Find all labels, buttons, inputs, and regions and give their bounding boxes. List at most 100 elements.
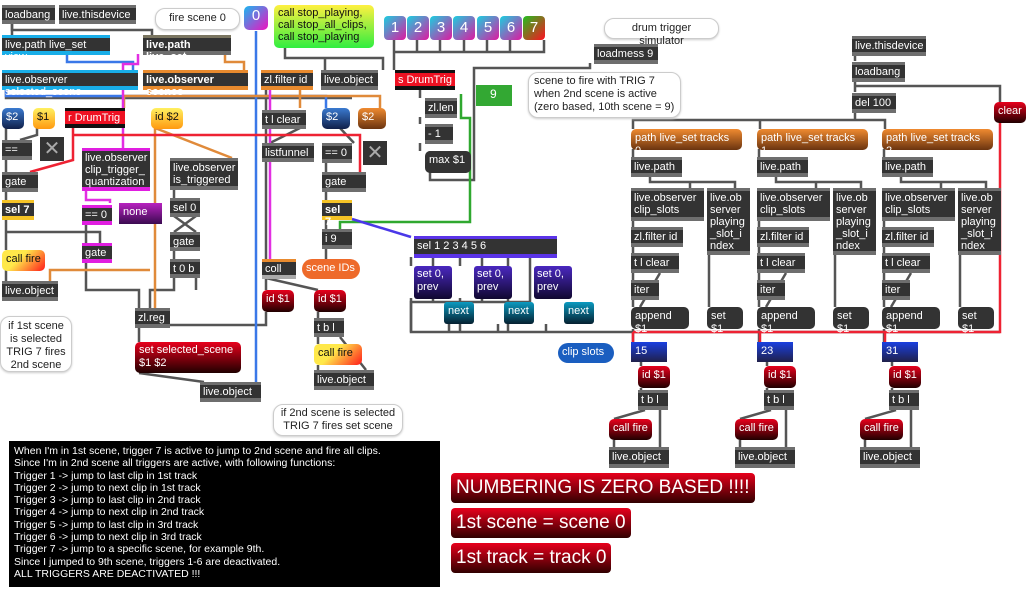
- gate-object-4[interactable]: gate: [322, 172, 366, 192]
- trigger-button-1[interactable]: 1: [384, 16, 406, 40]
- observer-clip-slots[interactable]: live.observer clip_slots: [757, 188, 830, 221]
- iter-object[interactable]: iter: [882, 280, 910, 300]
- equals-object[interactable]: ==: [2, 140, 32, 160]
- trigger-button-2[interactable]: 2: [407, 16, 429, 40]
- id-dollar2-message[interactable]: id $2: [151, 108, 183, 129]
- zl-filter-id-object[interactable]: zl.filter id: [631, 227, 683, 247]
- scene-number-box[interactable]: 9: [476, 85, 512, 106]
- t-b-l-object[interactable]: t b l: [638, 390, 668, 410]
- id-dollar1-message-b[interactable]: id $1: [314, 290, 346, 312]
- call-fire-message[interactable]: call fire: [735, 419, 778, 440]
- live-path-object[interactable]: live.path: [882, 157, 933, 177]
- dollar2-message-orange[interactable]: $2: [358, 108, 386, 129]
- clip-slot-number-box[interactable]: 15: [631, 342, 667, 362]
- observer-scenes[interactable]: live.observer scenes: [143, 70, 248, 98]
- zl-filter-id-object[interactable]: zl.filter id: [882, 227, 934, 247]
- set-dollar1-message[interactable]: set $1: [707, 307, 743, 335]
- observer-clip-slots[interactable]: live.observer clip_slots: [631, 188, 704, 221]
- iter-object[interactable]: iter: [631, 280, 659, 300]
- observer-is-triggered[interactable]: live.observer is_triggered: [170, 158, 238, 190]
- fire-scene-0-button[interactable]: 0: [244, 6, 268, 30]
- append-message[interactable]: append $1: [631, 307, 689, 335]
- toggle-1[interactable]: ✕: [40, 137, 64, 161]
- id-dollar1-message[interactable]: id $1: [889, 366, 921, 388]
- call-fire-message-1[interactable]: call fire: [2, 250, 45, 271]
- live-thisdevice-object-2[interactable]: live.thisdevice: [852, 36, 926, 56]
- set-prev-message-3[interactable]: set 0, prev: [534, 266, 572, 299]
- clip-slot-number-box[interactable]: 23: [757, 342, 793, 362]
- next-message-1[interactable]: next: [444, 302, 474, 324]
- sel-7-object-2[interactable]: sel 7: [322, 200, 352, 228]
- receive-drumtrig[interactable]: r DrumTrig: [65, 108, 125, 128]
- live-object[interactable]: live.object: [321, 70, 378, 90]
- clip-slot-number-box[interactable]: 31: [882, 342, 918, 362]
- trigger-button-3[interactable]: 3: [430, 16, 452, 40]
- observer-clip-trigger-quantization[interactable]: live.observer clip_trigger_ quantization: [82, 148, 150, 191]
- zl-filter-id-object[interactable]: zl.filter id: [261, 70, 313, 90]
- gate-object-2[interactable]: gate: [170, 232, 200, 251]
- live-path-view-object[interactable]: live.path live_set view: [2, 35, 110, 63]
- next-message-2[interactable]: next: [504, 302, 534, 324]
- clear-message[interactable]: clear: [994, 102, 1026, 123]
- t-l-clear-object[interactable]: t l clear: [757, 253, 805, 273]
- append-message[interactable]: append $1: [882, 307, 940, 335]
- t-l-clear-object[interactable]: t l clear: [262, 110, 306, 129]
- max-dollar1-message[interactable]: max $1: [425, 151, 471, 173]
- path-tracks-message[interactable]: path live_set tracks 0: [631, 129, 742, 157]
- path-tracks-message[interactable]: path live_set tracks 1: [757, 129, 868, 157]
- live-object[interactable]: live.object: [735, 447, 795, 468]
- loadbang-object[interactable]: loadbang: [2, 5, 55, 24]
- call-fire-message[interactable]: call fire: [609, 419, 652, 440]
- t-b-l-object[interactable]: t b l: [764, 390, 794, 410]
- observer-playing-slot-index[interactable]: live.ob server playing _slot_i ndex: [958, 188, 1001, 255]
- id-dollar1-message-a[interactable]: id $1: [262, 290, 294, 312]
- gate-object-1[interactable]: gate: [2, 172, 38, 192]
- t-b-l-object[interactable]: t b l: [889, 390, 919, 410]
- set-prev-message-2[interactable]: set 0, prev: [474, 266, 512, 299]
- set-selected-scene-message[interactable]: set selected_scene $1 $2: [135, 342, 241, 373]
- t-b-l-object[interactable]: t b l: [314, 318, 344, 337]
- live-object[interactable]: live.object: [860, 447, 920, 468]
- zl-reg-object[interactable]: zl.reg: [135, 308, 170, 328]
- zl-len-object[interactable]: zl.len: [425, 98, 457, 118]
- loadbang-object-2[interactable]: loadbang: [852, 62, 905, 82]
- sel-7-object-1[interactable]: sel 7: [2, 200, 34, 220]
- id-dollar1-message[interactable]: id $1: [764, 366, 796, 388]
- toggle-2[interactable]: ✕: [363, 141, 387, 165]
- equals-0-object-magenta[interactable]: == 0: [82, 205, 112, 225]
- live-path-live-set-object[interactable]: live.path live_set: [143, 35, 231, 63]
- gate-object-3[interactable]: gate: [82, 243, 112, 263]
- trigger-button-7[interactable]: 7: [523, 16, 545, 40]
- set-dollar1-message[interactable]: set $1: [958, 307, 994, 335]
- dollar2-message[interactable]: $2: [2, 108, 24, 129]
- send-drumtrig[interactable]: s DrumTrig: [395, 70, 455, 90]
- set-dollar1-message[interactable]: set $1: [833, 307, 869, 335]
- set-prev-message-1[interactable]: set 0, prev: [414, 266, 452, 299]
- minus-1-object[interactable]: - 1: [425, 124, 453, 144]
- zl-filter-id-object[interactable]: zl.filter id: [757, 227, 809, 247]
- t-l-clear-object[interactable]: t l clear: [631, 253, 679, 273]
- trigger-button-6[interactable]: 6: [500, 16, 522, 40]
- t-0-b-object[interactable]: t 0 b: [170, 259, 200, 278]
- id-dollar1-message[interactable]: id $1: [638, 366, 670, 388]
- iter-object[interactable]: iter: [757, 280, 785, 300]
- call-fire-message-2[interactable]: call fire: [314, 344, 362, 365]
- equals-0-object[interactable]: == 0: [322, 143, 352, 163]
- live-object-2[interactable]: live.object: [200, 382, 261, 402]
- dollar1-message[interactable]: $1: [33, 108, 55, 129]
- live-thisdevice-object[interactable]: live.thisdevice: [59, 5, 136, 24]
- t-l-clear-object[interactable]: t l clear: [882, 253, 930, 273]
- trigger-button-5[interactable]: 5: [477, 16, 499, 40]
- live-object-1[interactable]: live.object: [2, 281, 58, 301]
- observer-selected-scene[interactable]: live.observer selected_scene: [2, 70, 138, 98]
- append-message[interactable]: append $1: [757, 307, 815, 335]
- path-tracks-message[interactable]: path live_set tracks 2: [882, 129, 993, 157]
- dollar2-message-blue[interactable]: $2: [322, 108, 350, 129]
- live-path-object[interactable]: live.path: [631, 157, 682, 177]
- call-fire-message[interactable]: call fire: [860, 419, 903, 440]
- stop-playing-message[interactable]: call stop_playing, call stop_all_clips, …: [274, 5, 374, 48]
- sel-1-6-object[interactable]: sel 1 2 3 4 5 6: [414, 236, 557, 258]
- observer-clip-slots[interactable]: live.observer clip_slots: [882, 188, 955, 221]
- del-100-object[interactable]: del 100: [852, 93, 896, 113]
- live-object-3[interactable]: live.object: [314, 370, 374, 390]
